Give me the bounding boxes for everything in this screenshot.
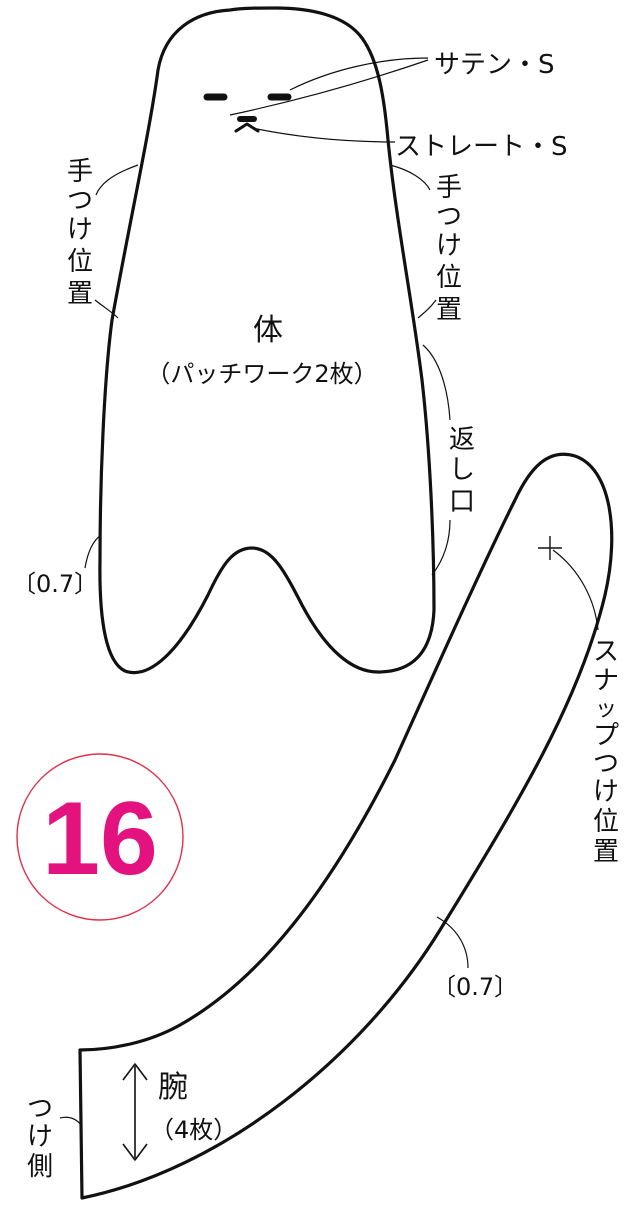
svg-text:つ: つ bbox=[593, 749, 619, 779]
svg-text:ナ: ナ bbox=[593, 666, 619, 696]
svg-text:位: 位 bbox=[593, 807, 619, 837]
grain-arrow bbox=[122, 1063, 148, 1161]
svg-text:け: け bbox=[27, 1122, 53, 1152]
svg-text:プ: プ bbox=[593, 721, 619, 751]
satin-stitch-leader-2 bbox=[229, 59, 429, 116]
svg-text:手: 手 bbox=[436, 173, 462, 203]
svg-text:つ: つ bbox=[27, 1094, 53, 1124]
attach-side-leader bbox=[59, 1116, 83, 1127]
svg-text:手: 手 bbox=[67, 157, 93, 187]
arm-outline bbox=[78, 452, 614, 1200]
svg-text:返: 返 bbox=[449, 425, 475, 455]
arm-subtitle: （4枚） bbox=[150, 1116, 237, 1144]
svg-text:け: け bbox=[593, 777, 619, 807]
svg-text:ス: ス bbox=[593, 637, 619, 667]
body-seam-leader bbox=[84, 534, 102, 569]
svg-text:側: 側 bbox=[27, 1152, 53, 1182]
svg-text:位: 位 bbox=[67, 247, 93, 277]
satin-stitch-label: サテン・S bbox=[434, 50, 555, 80]
svg-text:つ: つ bbox=[436, 202, 462, 232]
arm-position-left-leader-2 bbox=[94, 299, 119, 319]
snap-position-leader bbox=[552, 549, 599, 631]
svg-text:つ: つ bbox=[67, 186, 93, 216]
badge-number: 16 bbox=[42, 781, 158, 897]
svg-text:置: 置 bbox=[67, 279, 93, 309]
arm-seam-leader bbox=[436, 916, 469, 969]
svg-text:位: 位 bbox=[436, 263, 462, 293]
svg-text:置: 置 bbox=[593, 837, 619, 867]
arm-position-left-leader bbox=[95, 164, 139, 196]
arm-position-left-label: 手 つ け 位 置 bbox=[67, 157, 93, 309]
body-seam-allowance: 〔0.7〕 bbox=[12, 570, 98, 598]
svg-text:し: し bbox=[449, 455, 475, 485]
badge-ring bbox=[16, 753, 184, 921]
straight-stitch-leader bbox=[251, 127, 396, 143]
body-outline bbox=[98, 6, 436, 675]
svg-text:ッ: ッ bbox=[595, 697, 617, 722]
return-opening-label: 返 し 口 bbox=[449, 425, 475, 517]
snap-position-label: ス ナ ッ プ つ け 位 置 bbox=[593, 637, 619, 867]
arm-seam-allowance: 〔0.7〕 bbox=[432, 973, 518, 1001]
attach-side-label: つ け 側 bbox=[27, 1094, 53, 1182]
return-opening-leader-2 bbox=[431, 519, 451, 576]
body-subtitle: （パッチワーク2枚） bbox=[146, 360, 377, 388]
svg-text:置: 置 bbox=[436, 295, 462, 325]
return-opening-leader bbox=[422, 344, 451, 421]
satin-stitch-leader-1 bbox=[289, 57, 429, 91]
svg-text:口: 口 bbox=[449, 487, 475, 517]
svg-text:け: け bbox=[436, 231, 462, 261]
arm-position-right-leader-2 bbox=[417, 299, 437, 319]
svg-text:け: け bbox=[67, 215, 93, 245]
arm-position-right-label: 手 つ け 位 置 bbox=[436, 173, 462, 325]
snap-position-mark bbox=[538, 536, 562, 560]
arm-position-right-leader bbox=[389, 164, 431, 191]
body-title: 体 bbox=[253, 313, 283, 348]
straight-stitch-label: ストレート・S bbox=[395, 132, 568, 162]
arm-title: 腕 bbox=[158, 1070, 188, 1105]
